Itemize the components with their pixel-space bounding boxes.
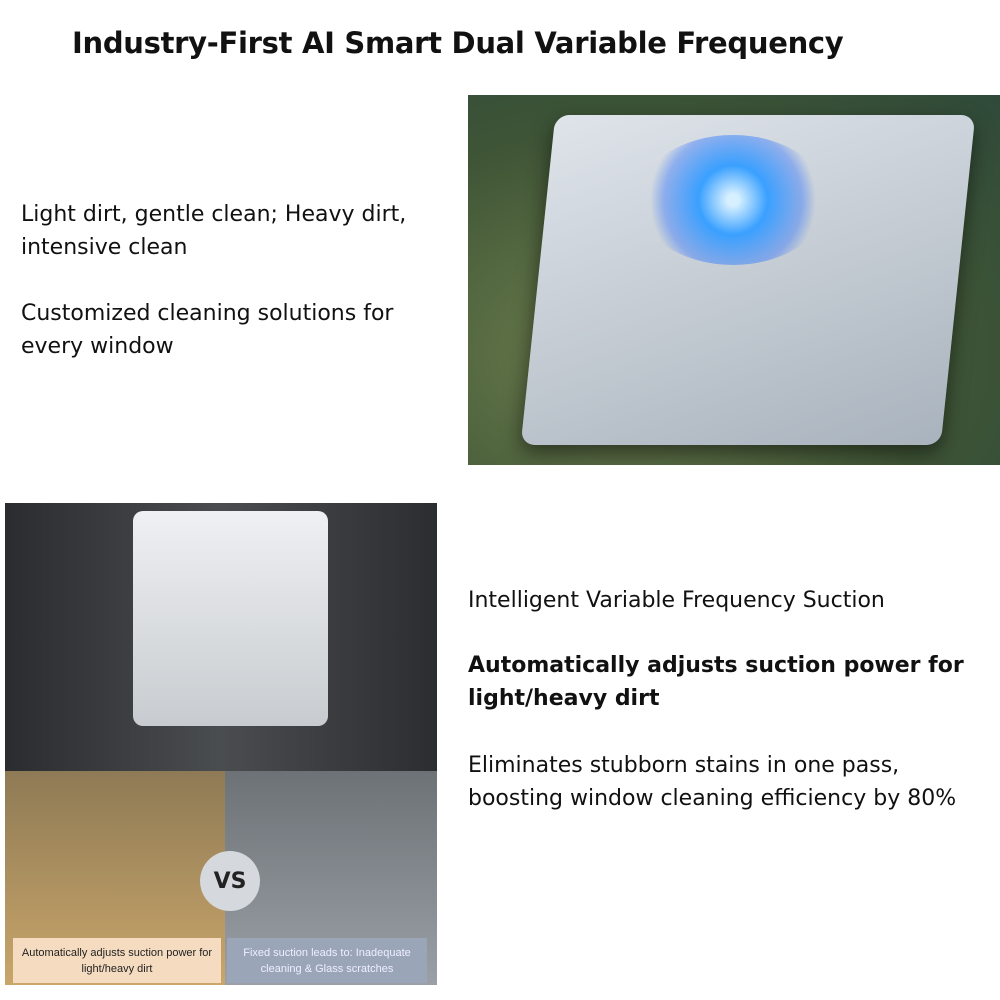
suction-swirl [638,135,828,265]
adaptive-caption: Automatically adjusts suction power for … [13,938,221,983]
robot-cutaway-image [468,95,1000,465]
vs-badge: VS [200,851,260,911]
feature-text-custom: Customized cleaning solutions for every … [21,301,394,359]
feature-bold: Automatically adjusts suction power for … [468,653,964,711]
feature-heading: Intelligent Variable Frequency Suction [468,588,885,613]
feature-text-dirt: Light dirt, gentle clean; Heavy dirt, in… [21,202,407,260]
fixed-caption: Fixed suction leads to: Inadequate clean… [227,938,427,983]
robot-device [133,511,328,726]
page-title: Industry-First AI Smart Dual Variable Fr… [72,26,844,60]
feature-body: Eliminates stubborn stains in one pass, … [468,753,957,811]
comparison-image: VS Automatically adjusts suction power f… [5,503,437,985]
